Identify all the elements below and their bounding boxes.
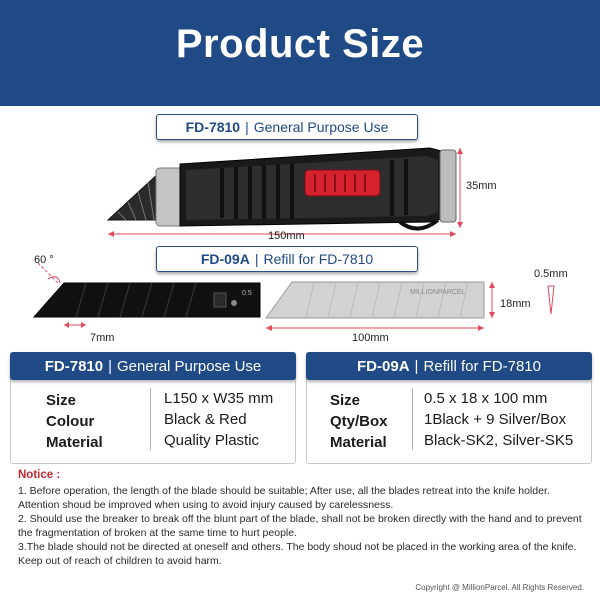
spec-knife-keys: Size Colour Material <box>46 390 103 453</box>
silver-blade <box>265 281 485 319</box>
header-banner: Product Size <box>0 0 600 106</box>
notice-item: 2. Should use the breaker to break off t… <box>18 513 582 539</box>
knife-height-label: 35mm <box>466 180 497 192</box>
spec-knife-divider <box>150 388 151 450</box>
page-title: Product Size <box>175 22 425 66</box>
spec-value: L150 x W35 mm <box>164 390 274 407</box>
spec-refill-divider <box>412 388 413 450</box>
utility-knife-illustration <box>106 147 463 237</box>
knife-rear-cap <box>439 149 457 223</box>
spec-key: Qty/Box <box>330 413 388 430</box>
knife-blade <box>106 170 161 221</box>
refill-label: FD-09A|Refill for FD-7810 <box>156 246 418 272</box>
spec-value: 0.5 x 18 x 100 mm <box>424 390 548 407</box>
spec-knife-title: General Purpose Use <box>117 357 262 375</box>
segment-value: 7mm <box>90 332 115 344</box>
blade-thickness-label: 0.5mm <box>534 268 568 280</box>
black-blade-illustration <box>32 262 261 328</box>
refill-label-text: Refill for FD-7810 <box>263 251 374 267</box>
notice-title: Notice : <box>18 469 61 481</box>
spec-value: Black-SK2, Silver-SK5 <box>424 432 574 449</box>
spec-header-knife: FD-7810|General Purpose Use <box>10 352 296 380</box>
silver-blade-mark: MILLIONPARCEL <box>410 289 466 296</box>
knife-length-label: 150mm <box>268 230 305 242</box>
refill-label-code: FD-09A <box>200 251 250 267</box>
knife-label-text: General Purpose Use <box>253 119 389 135</box>
spec-value: 1Black + 9 Silver/Box <box>424 411 567 428</box>
spec-knife-code: FD-7810 <box>44 357 104 375</box>
spec-key: Material <box>46 434 103 451</box>
blade-segment-label: 7mm <box>90 332 114 344</box>
notice-item: 1. Before operation, the length of the b… <box>18 485 550 511</box>
spec-value: Black & Red <box>164 411 247 428</box>
spec-key: Size <box>330 392 361 409</box>
blade-angle-label: 60 ° <box>34 254 54 266</box>
notice-section: Notice : 1. Before operation, the length… <box>18 468 582 568</box>
spec-key: Material <box>330 434 387 451</box>
knife-label-code: FD-7810 <box>185 119 241 135</box>
blade-profile <box>547 285 555 315</box>
spec-header-refill: FD-09A|Refill for FD-7810 <box>306 352 592 380</box>
copyright-text: Copyright @ MillionParcel. All Rights Re… <box>415 583 584 592</box>
spec-refill-title: Refill for FD-7810 <box>423 357 541 375</box>
spec-key: Size <box>46 392 77 409</box>
blade-length-label: 100mm <box>352 332 389 344</box>
notice-item: 3.The blade should not be directed at on… <box>18 541 577 567</box>
blade-width-label: 18mm <box>500 298 531 310</box>
black-blade-mark: 0.5 <box>242 290 252 297</box>
spec-refill-keys: Size Qty/Box Material <box>330 390 388 453</box>
spec-refill-values: 0.5 x 18 x 100 mm 1Black + 9 Silver/Box … <box>424 388 573 451</box>
knife-slider <box>304 169 381 197</box>
spec-key: Colour <box>46 413 95 430</box>
spec-knife-values: L150 x W35 mm Black & Red Quality Plasti… <box>164 388 273 451</box>
knife-label: FD-7810|General Purpose Use <box>156 114 418 140</box>
spec-refill-code: FD-09A <box>357 357 410 375</box>
spec-value: Quality Plastic <box>164 432 260 449</box>
silver-blade-illustration <box>265 281 555 331</box>
